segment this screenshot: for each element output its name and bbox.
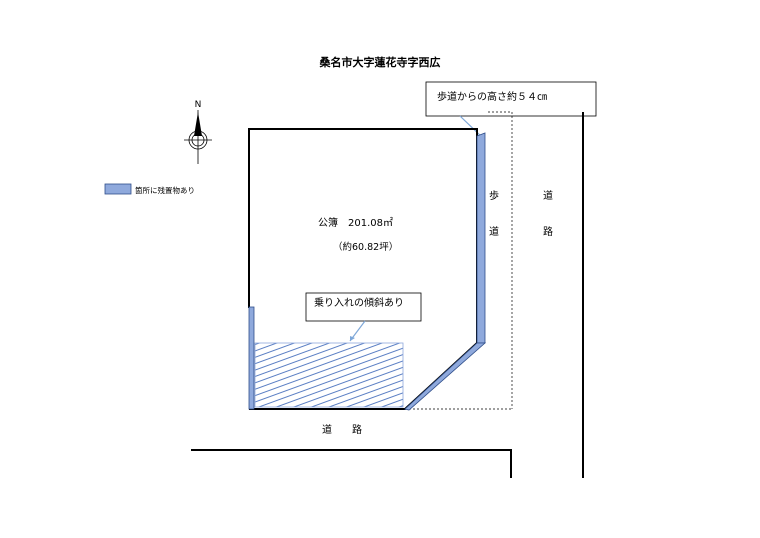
page-title: 桑名市大字蓮花寺字西広 bbox=[319, 55, 441, 69]
legend-swatch bbox=[104, 183, 132, 195]
callout-slope-text: 乗り入れの傾斜あり bbox=[314, 296, 404, 309]
compass-north-label: N bbox=[195, 100, 202, 110]
sidewalk-label-2: 道 bbox=[489, 225, 499, 238]
lot-area-label: 公簿 201.08㎡ bbox=[318, 216, 393, 229]
callout-height: 歩道からの高さ約５４㎝ bbox=[425, 81, 597, 140]
sidewalk-label-1: 歩 bbox=[489, 189, 499, 202]
compass-icon: N bbox=[184, 100, 212, 164]
east-road-label-2: 路 bbox=[543, 225, 553, 238]
legend: 箇所に残置物あり bbox=[104, 183, 195, 195]
legend-label: 箇所に残置物あり bbox=[135, 185, 195, 195]
south-road-label-1: 道 bbox=[322, 423, 332, 436]
south-road-edge bbox=[191, 449, 512, 478]
sidewalk-boundary bbox=[405, 111, 513, 410]
remaining-objects-west bbox=[248, 306, 255, 410]
remaining-objects-east bbox=[476, 132, 486, 344]
callout-height-text: 歩道からの高さ約５４㎝ bbox=[437, 90, 547, 103]
lot-tsubo-label: （約60.82坪） bbox=[333, 241, 398, 253]
remaining-objects-diagonal bbox=[404, 342, 487, 411]
east-road-label-1: 道 bbox=[543, 189, 553, 202]
south-road-label-2: 路 bbox=[352, 423, 362, 436]
driveway-slope-area bbox=[254, 342, 404, 408]
callout-slope: 乗り入れの傾斜あり bbox=[305, 292, 422, 342]
